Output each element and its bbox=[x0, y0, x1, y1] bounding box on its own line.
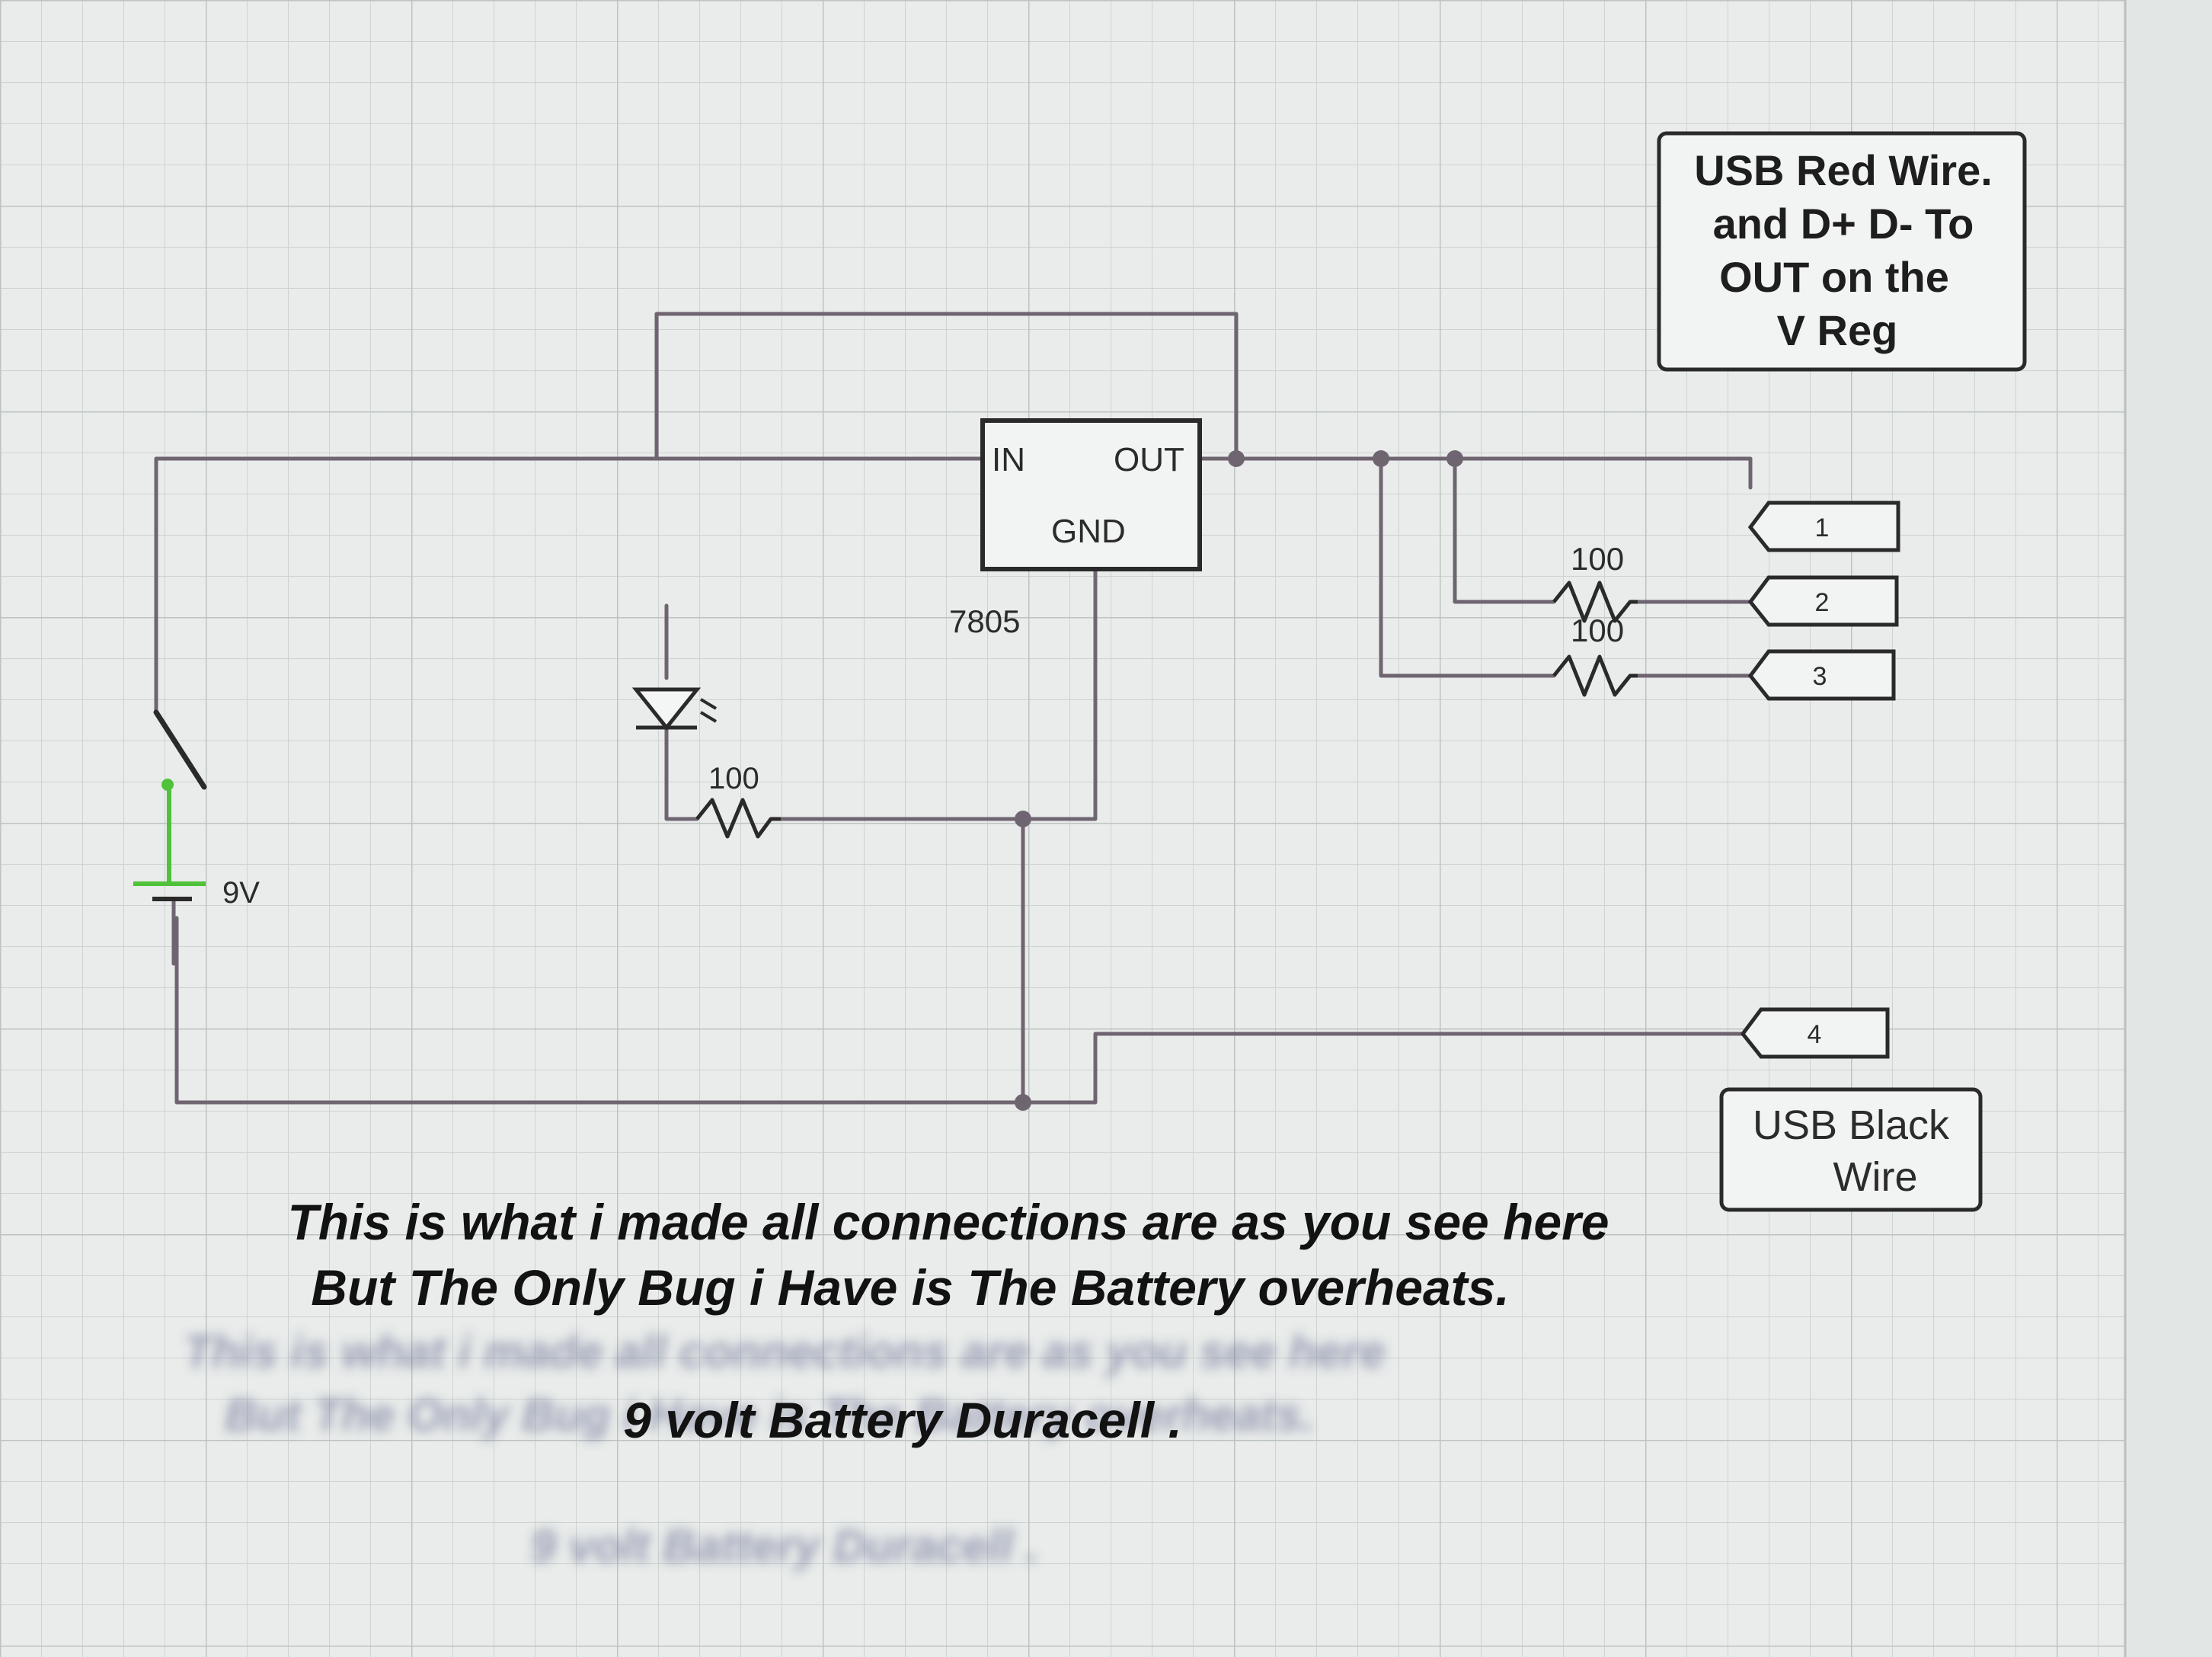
wires bbox=[154, 312, 1753, 1105]
voltage-regulator: IN OUT GND 7805 bbox=[949, 418, 1202, 639]
led-resistor: 100 bbox=[695, 762, 781, 839]
caption-line-1: This is what i made all connections are … bbox=[288, 1194, 1609, 1250]
data-resistor-2: 100 bbox=[1552, 613, 1638, 697]
wire-feedback bbox=[654, 312, 1239, 461]
led bbox=[631, 687, 718, 731]
note-black-wire-line-1: USB Black bbox=[1753, 1102, 1950, 1148]
wire-pin2 bbox=[1453, 456, 1556, 604]
wire-pin3 bbox=[1379, 456, 1556, 678]
wire-gnd-node bbox=[778, 567, 1098, 821]
note-red-wire-line-2: and D+ D- To bbox=[1713, 200, 1974, 248]
led-resistor-value: 100 bbox=[708, 762, 759, 795]
regulator-pin-out: OUT bbox=[1114, 441, 1184, 478]
note-red-wire-line-4: V Reg bbox=[1777, 306, 1898, 354]
caption-reflection-line-2: But The Only Bug i Have is The Battery o… bbox=[225, 1390, 1314, 1441]
junctions bbox=[1015, 450, 1463, 1111]
connector-pin-1-label: 1 bbox=[1815, 513, 1830, 542]
wire-in bbox=[154, 456, 985, 715]
connector-pin-1: 1 bbox=[1747, 501, 1900, 552]
regulator-part: 7805 bbox=[949, 603, 1020, 639]
data-resistor-2-value: 100 bbox=[1571, 613, 1624, 648]
connector-pin-4-label: 4 bbox=[1808, 1020, 1822, 1049]
switch bbox=[153, 709, 207, 791]
caption-line-2: But The Only Bug i Have is The Battery o… bbox=[311, 1259, 1509, 1316]
note-red-wire-line-3: OUT on the bbox=[1719, 253, 1949, 301]
regulator-pin-in: IN bbox=[992, 441, 1025, 478]
wire-led-resistor bbox=[664, 725, 699, 821]
connector-pin-2: 2 bbox=[1747, 575, 1899, 627]
regulator-pin-gnd: GND bbox=[1051, 513, 1126, 550]
page-edge bbox=[2125, 0, 2212, 1657]
wire-bottom bbox=[174, 916, 1745, 1105]
caption-reflection: This is what i made all connections are … bbox=[184, 1326, 1385, 1572]
caption-reflection-line-1: This is what i made all connections are … bbox=[184, 1326, 1385, 1377]
note-red-wire: USB Red Wire. and D+ D- To OUT on the V … bbox=[1657, 131, 2027, 372]
connector-pin-2-label: 2 bbox=[1815, 588, 1830, 617]
caption-reflection-line-3: 9 volt Battery Duracell . bbox=[531, 1521, 1039, 1572]
battery-label: 9V bbox=[222, 876, 260, 910]
caption: This is what i made all connections are … bbox=[288, 1194, 1609, 1448]
note-black-wire: USB Black Wire bbox=[1719, 1087, 1983, 1212]
note-red-wire-line-1: USB Red Wire. bbox=[1694, 146, 1993, 194]
data-resistor-1-value: 100 bbox=[1571, 541, 1624, 577]
connector-pin-4: 4 bbox=[1740, 1007, 1890, 1059]
connector-pin-3-label: 3 bbox=[1813, 662, 1827, 691]
data-resistor-1: 100 bbox=[1552, 541, 1638, 623]
caption-line-3: 9 volt Battery Duracell . bbox=[623, 1392, 1182, 1448]
battery: 9V bbox=[152, 876, 260, 910]
note-black-wire-line-2: Wire bbox=[1833, 1154, 1918, 1200]
connector-pin-3: 3 bbox=[1747, 649, 1896, 701]
